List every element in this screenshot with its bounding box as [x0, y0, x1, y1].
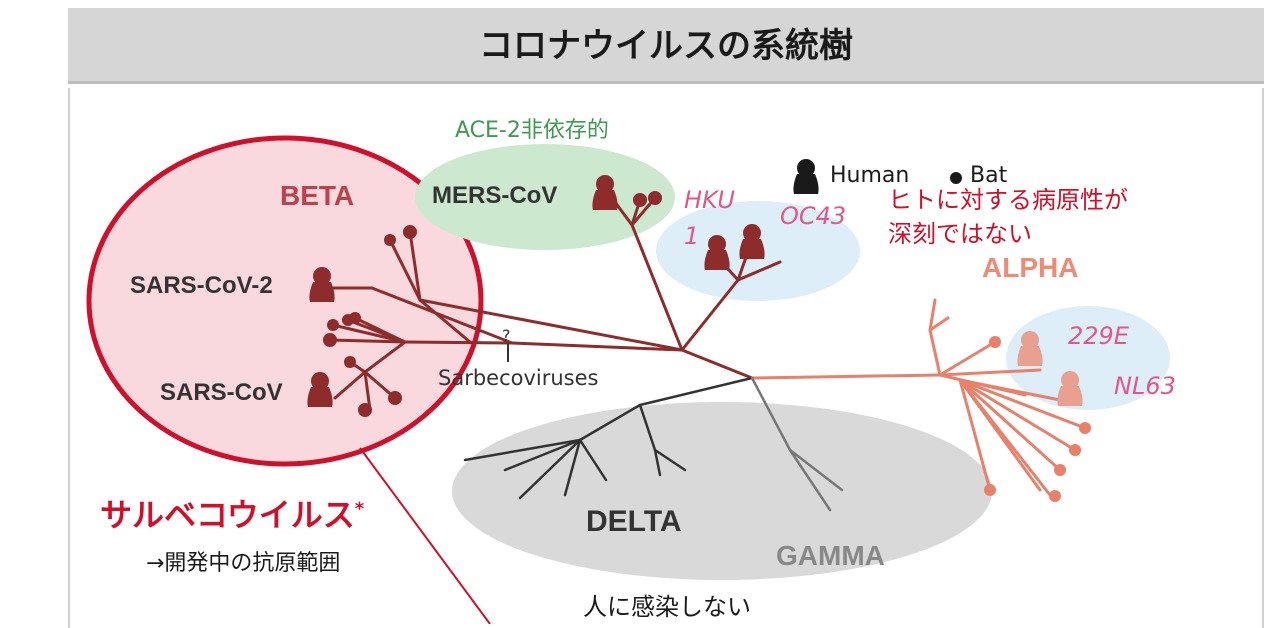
pathogen-note-line1: ヒトに対する病原性が: [888, 186, 1128, 214]
clade-label-gamma: GAMMA: [776, 540, 885, 571]
sarbecovirus-asterisk: *: [354, 498, 365, 520]
ace2-note: ACE-2非依存的: [455, 118, 609, 143]
delta-gamma-branches: [463, 376, 754, 500]
header: コロナウイルスの系統樹: [0, 0, 1266, 86]
alpha-tip-dots: [984, 336, 1091, 502]
mers-ellipse: [415, 144, 675, 250]
virus-label-mers: MERS-CoV: [432, 182, 558, 209]
legend-bat-label: Bat: [970, 163, 1008, 188]
virus-label-hku-line1: HKU: [684, 186, 735, 214]
pathogen-note-line2: 深刻ではない: [888, 220, 1032, 248]
sarbecoviruses-label: Sarbecoviruses: [438, 366, 599, 390]
alpha-branches: [750, 298, 1087, 497]
clade-label-delta: DELTA: [586, 505, 682, 538]
virus-label-sars2: SARS-CoV-2: [130, 272, 273, 299]
beta-branches: [328, 196, 782, 412]
legend-human-label: Human: [830, 163, 910, 188]
human-legend-icon: [793, 159, 819, 194]
gamma-branches: [750, 376, 844, 512]
virus-label-nl63: NL63: [1114, 372, 1176, 400]
antigen-range-note: →開発中の抗原範囲: [146, 551, 341, 576]
virus-label-oc43: OC43: [780, 202, 847, 230]
content-frame: [68, 88, 1264, 628]
beta-tip-dots: [323, 191, 662, 417]
title-bar: コロナウイルスの系統樹: [68, 8, 1264, 84]
sarbecovirus-ellipse: [86, 135, 484, 467]
page-title: コロナウイルスの系統樹: [479, 26, 853, 66]
delta-gamma-ellipse: [452, 402, 992, 580]
virus-label-hku-line2: 1: [684, 222, 700, 250]
clade-label-beta: BETA: [280, 180, 355, 211]
question-mark: ?: [502, 326, 511, 345]
no-infection-note: 人に感染しない: [583, 593, 751, 621]
callout-line: [359, 447, 491, 624]
virus-label-sars: SARS-CoV: [160, 379, 283, 406]
sarbecovirus-title-text: サルベコウイルス: [100, 496, 355, 534]
virus-label-229e: 229E: [1068, 322, 1129, 350]
bat-legend-icon: [950, 172, 962, 184]
sarbecovirus-title: サルベコウイルス*: [100, 490, 364, 536]
alpha-human-ellipse: [1006, 306, 1170, 410]
clade-label-alpha: ALPHA: [982, 252, 1079, 283]
